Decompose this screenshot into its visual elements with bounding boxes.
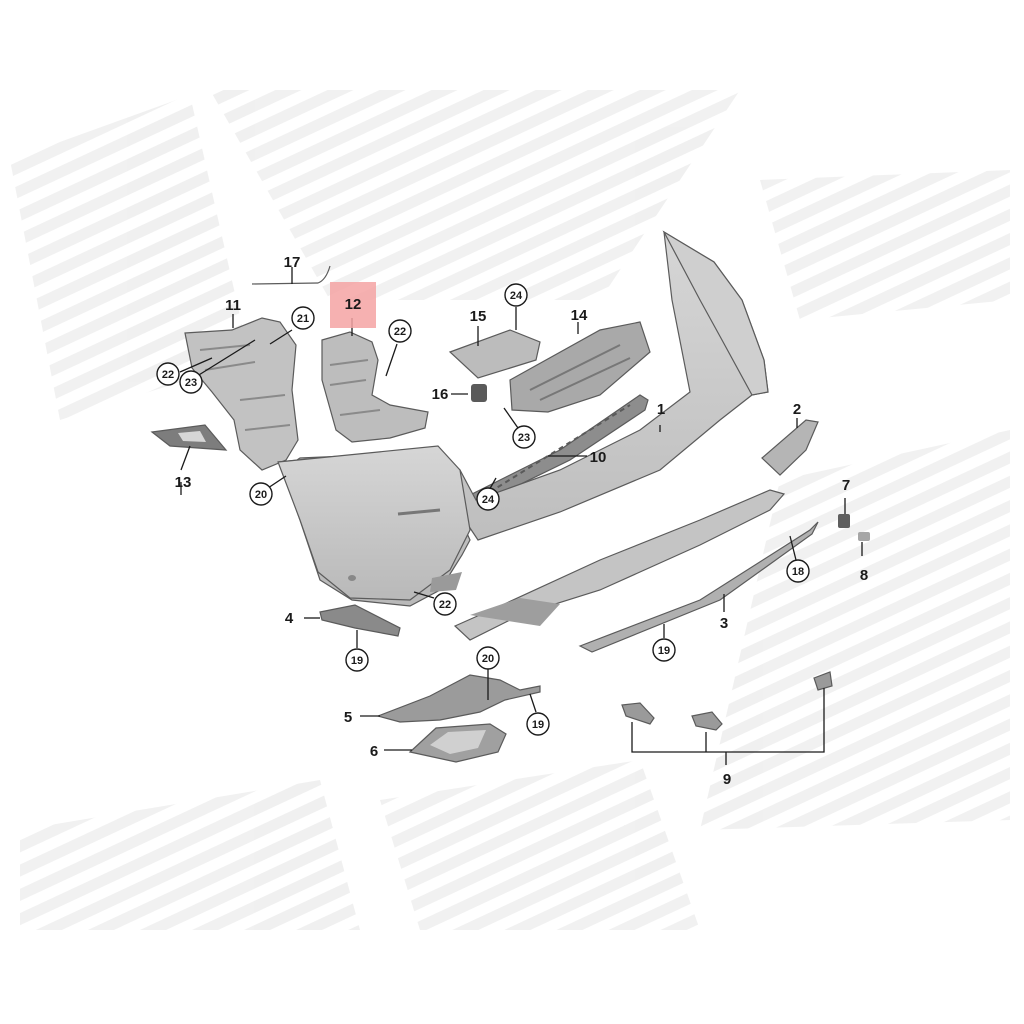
part-diffuser-strip	[453, 489, 819, 653]
callout-3: 3	[720, 615, 728, 632]
svg-text:24: 24	[482, 494, 495, 506]
callout-23-a: 23	[179, 370, 203, 394]
watermark	[10, 90, 1010, 930]
callout-18: 18	[786, 559, 810, 583]
callout-22-a: 22	[156, 362, 180, 386]
part-7-clip	[838, 514, 850, 528]
callout-19-b: 19	[526, 712, 550, 736]
callout-7: 7	[842, 477, 850, 494]
callout-4: 4	[285, 610, 294, 627]
part-4-reflector-strip	[319, 604, 401, 637]
svg-text:21: 21	[297, 313, 309, 325]
callout-8: 8	[860, 567, 868, 584]
part-9-mounts	[621, 671, 833, 731]
callout-1: 1	[657, 401, 665, 418]
highlight-box	[330, 282, 376, 328]
callout-12: 12	[345, 296, 362, 313]
callout-17: 17	[284, 254, 301, 271]
svg-text:19: 19	[658, 645, 670, 657]
callout-9: 9	[723, 771, 731, 788]
svg-text:23: 23	[185, 377, 197, 389]
part-14-carrier	[509, 321, 651, 413]
callout-22-b: 22	[388, 319, 412, 343]
part-11-left-bracket	[184, 317, 299, 471]
callout-24-b: 24	[476, 487, 500, 511]
part-5-tailpipe-bracket	[376, 674, 541, 723]
callout-14: 14	[571, 307, 588, 324]
svg-text:20: 20	[482, 653, 494, 665]
callout-5: 5	[344, 709, 352, 726]
svg-text:18: 18	[792, 566, 804, 578]
callout-13: 13	[175, 474, 192, 491]
callout-2: 2	[793, 401, 801, 418]
svg-text:20: 20	[255, 489, 267, 501]
callout-6: 6	[370, 743, 378, 760]
svg-text:24: 24	[510, 290, 523, 302]
callout-10: 10	[590, 449, 607, 466]
part-8-clip	[858, 532, 870, 541]
callout-19-c: 19	[652, 638, 676, 662]
part-17-trim-strip	[251, 265, 331, 285]
svg-text:22: 22	[394, 326, 406, 338]
callout-21: 21	[291, 306, 315, 330]
callout-15: 15	[470, 308, 487, 325]
part-16-sensor	[471, 384, 487, 402]
part-13-reflector	[150, 424, 228, 451]
part-15-cover	[448, 329, 541, 379]
svg-text:22: 22	[439, 599, 451, 611]
svg-text:19: 19	[532, 719, 544, 731]
svg-text:22: 22	[162, 369, 174, 381]
svg-text:23: 23	[518, 432, 530, 444]
part-12-bracket	[321, 331, 429, 443]
callout-22-c: 22	[433, 592, 457, 616]
part-1-bumper-trim	[277, 230, 769, 607]
callout-20-b: 20	[476, 646, 500, 670]
callout-24-a: 24	[504, 283, 528, 307]
part-2-corner-piece	[761, 419, 819, 476]
callout-20-a: 20	[249, 482, 273, 506]
callout-11: 11	[225, 297, 241, 314]
callout-23-b: 23	[512, 425, 536, 449]
callout-16: 16	[432, 386, 449, 403]
svg-text:19: 19	[351, 655, 363, 667]
callout-19-a: 19	[345, 648, 369, 672]
part-6-tailpipe-trim	[408, 723, 507, 763]
